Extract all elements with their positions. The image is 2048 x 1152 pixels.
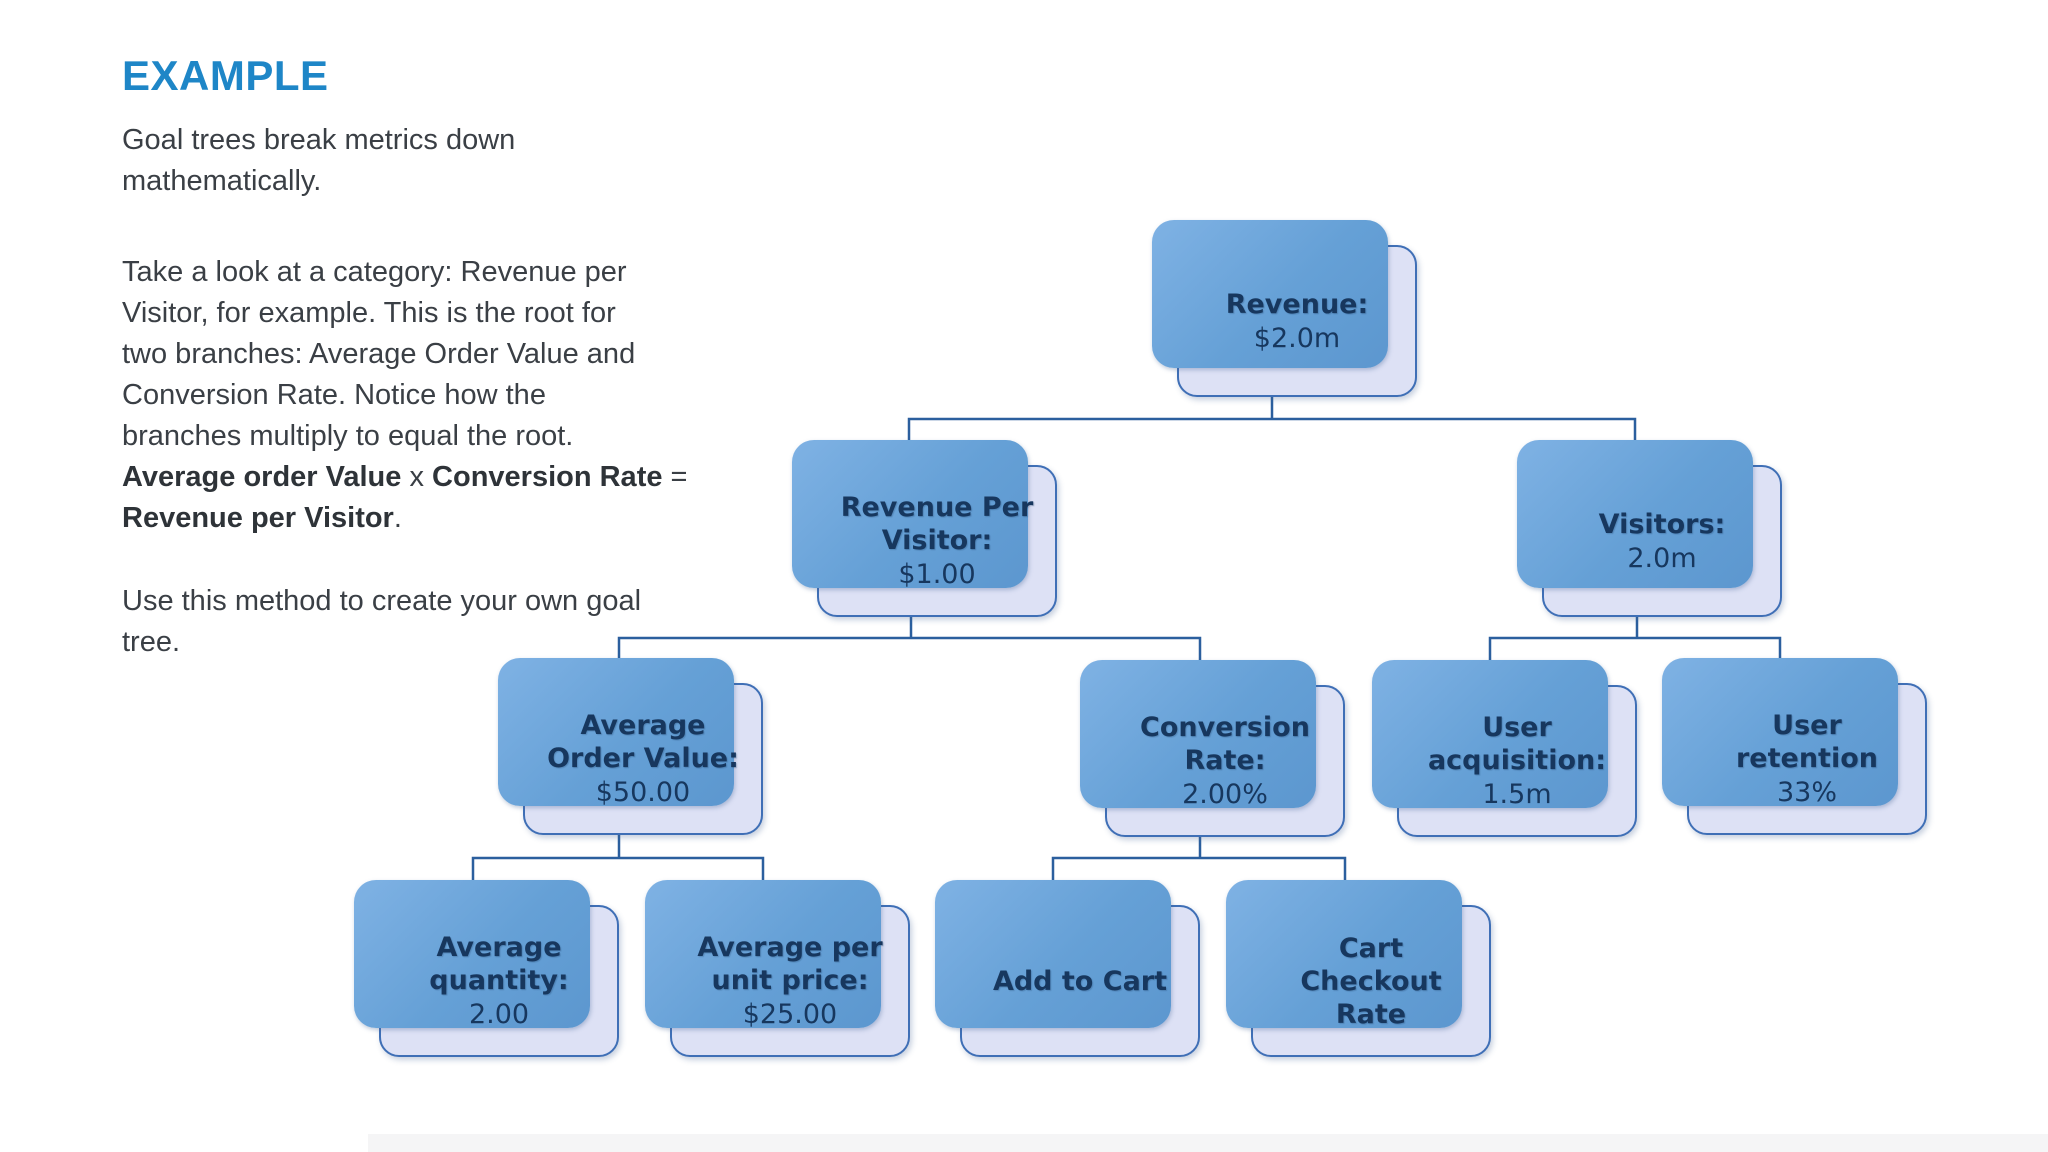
node-label: Cart Checkout Rate — [1300, 932, 1442, 1030]
p2-bold-average-order-value: Average order Value — [122, 461, 402, 493]
p2-period: . — [393, 502, 402, 534]
node-label: Conversion Rate: — [1140, 712, 1310, 776]
node-user-acquisition: User acquisition: 1.5m — [1372, 660, 1637, 837]
node-label: Average per unit price: — [697, 932, 883, 996]
node-value: $1.00 — [898, 559, 976, 590]
node-value: $50.00 — [595, 777, 691, 808]
node-revenue-per-visitor: Revenue Per Visitor: $1.00 — [792, 440, 1057, 617]
node-value: $2.0m — [1253, 322, 1341, 354]
node-label: Revenue Per Visitor: — [840, 492, 1034, 556]
panel-paragraph-2: Take a look at a category: Revenue per V… — [122, 252, 742, 539]
node-label: User acquisition: — [1427, 712, 1607, 776]
panel-paragraph-3: Use this method to create your own goal … — [122, 585, 642, 658]
node-label: Visitors: — [1598, 508, 1726, 540]
node-cart-checkout-rate: Cart Checkout Rate — [1226, 880, 1491, 1057]
node-label: User retention — [1735, 710, 1878, 774]
node-add-to-cart: Add to Cart — [935, 880, 1200, 1057]
p2-bold-conversion-rate: Conversion Rate — [432, 461, 663, 493]
node-value: 2.0m — [1627, 542, 1697, 574]
p2-equals-sign: = — [670, 461, 688, 493]
node-conversion-rate: Conversion Rate: 2.00% — [1080, 660, 1345, 837]
node-label: Average Order Value: — [547, 710, 739, 774]
node-label: Average quantity: — [429, 932, 569, 996]
example-panel: EXAMPLE Goal trees break metrics down ma… — [122, 52, 742, 663]
node-average-per-unit-price: Average per unit price: $25.00 — [645, 880, 910, 1057]
p2-bold-revenue-per-visitor: Revenue per Visitor — [122, 502, 394, 534]
node-value: 33% — [1776, 777, 1837, 808]
p2-multiply-sign: x — [401, 461, 433, 493]
node-value: 2.00% — [1182, 779, 1268, 810]
node-average-quantity: Average quantity: 2.00 — [354, 880, 619, 1057]
node-revenue: Revenue: $2.0m — [1152, 220, 1417, 397]
p2-text: Take a look at a category: Revenue per V… — [122, 256, 636, 452]
node-label: Add to Cart — [992, 965, 1168, 997]
panel-paragraph-1: Goal trees break metrics down mathematic… — [122, 124, 516, 197]
node-value: 2.00 — [468, 999, 530, 1030]
bottom-divider-strip — [368, 1134, 2048, 1152]
node-label: Revenue: — [1225, 288, 1369, 320]
panel-heading: EXAMPLE — [122, 52, 329, 99]
node-visitors: Visitors: 2.0m — [1517, 440, 1782, 617]
node-average-order-value: Average Order Value: $50.00 — [498, 658, 763, 835]
node-value: 1.5m — [1482, 779, 1552, 810]
node-value: $25.00 — [742, 999, 838, 1030]
node-user-retention: User retention 33% — [1662, 658, 1927, 835]
